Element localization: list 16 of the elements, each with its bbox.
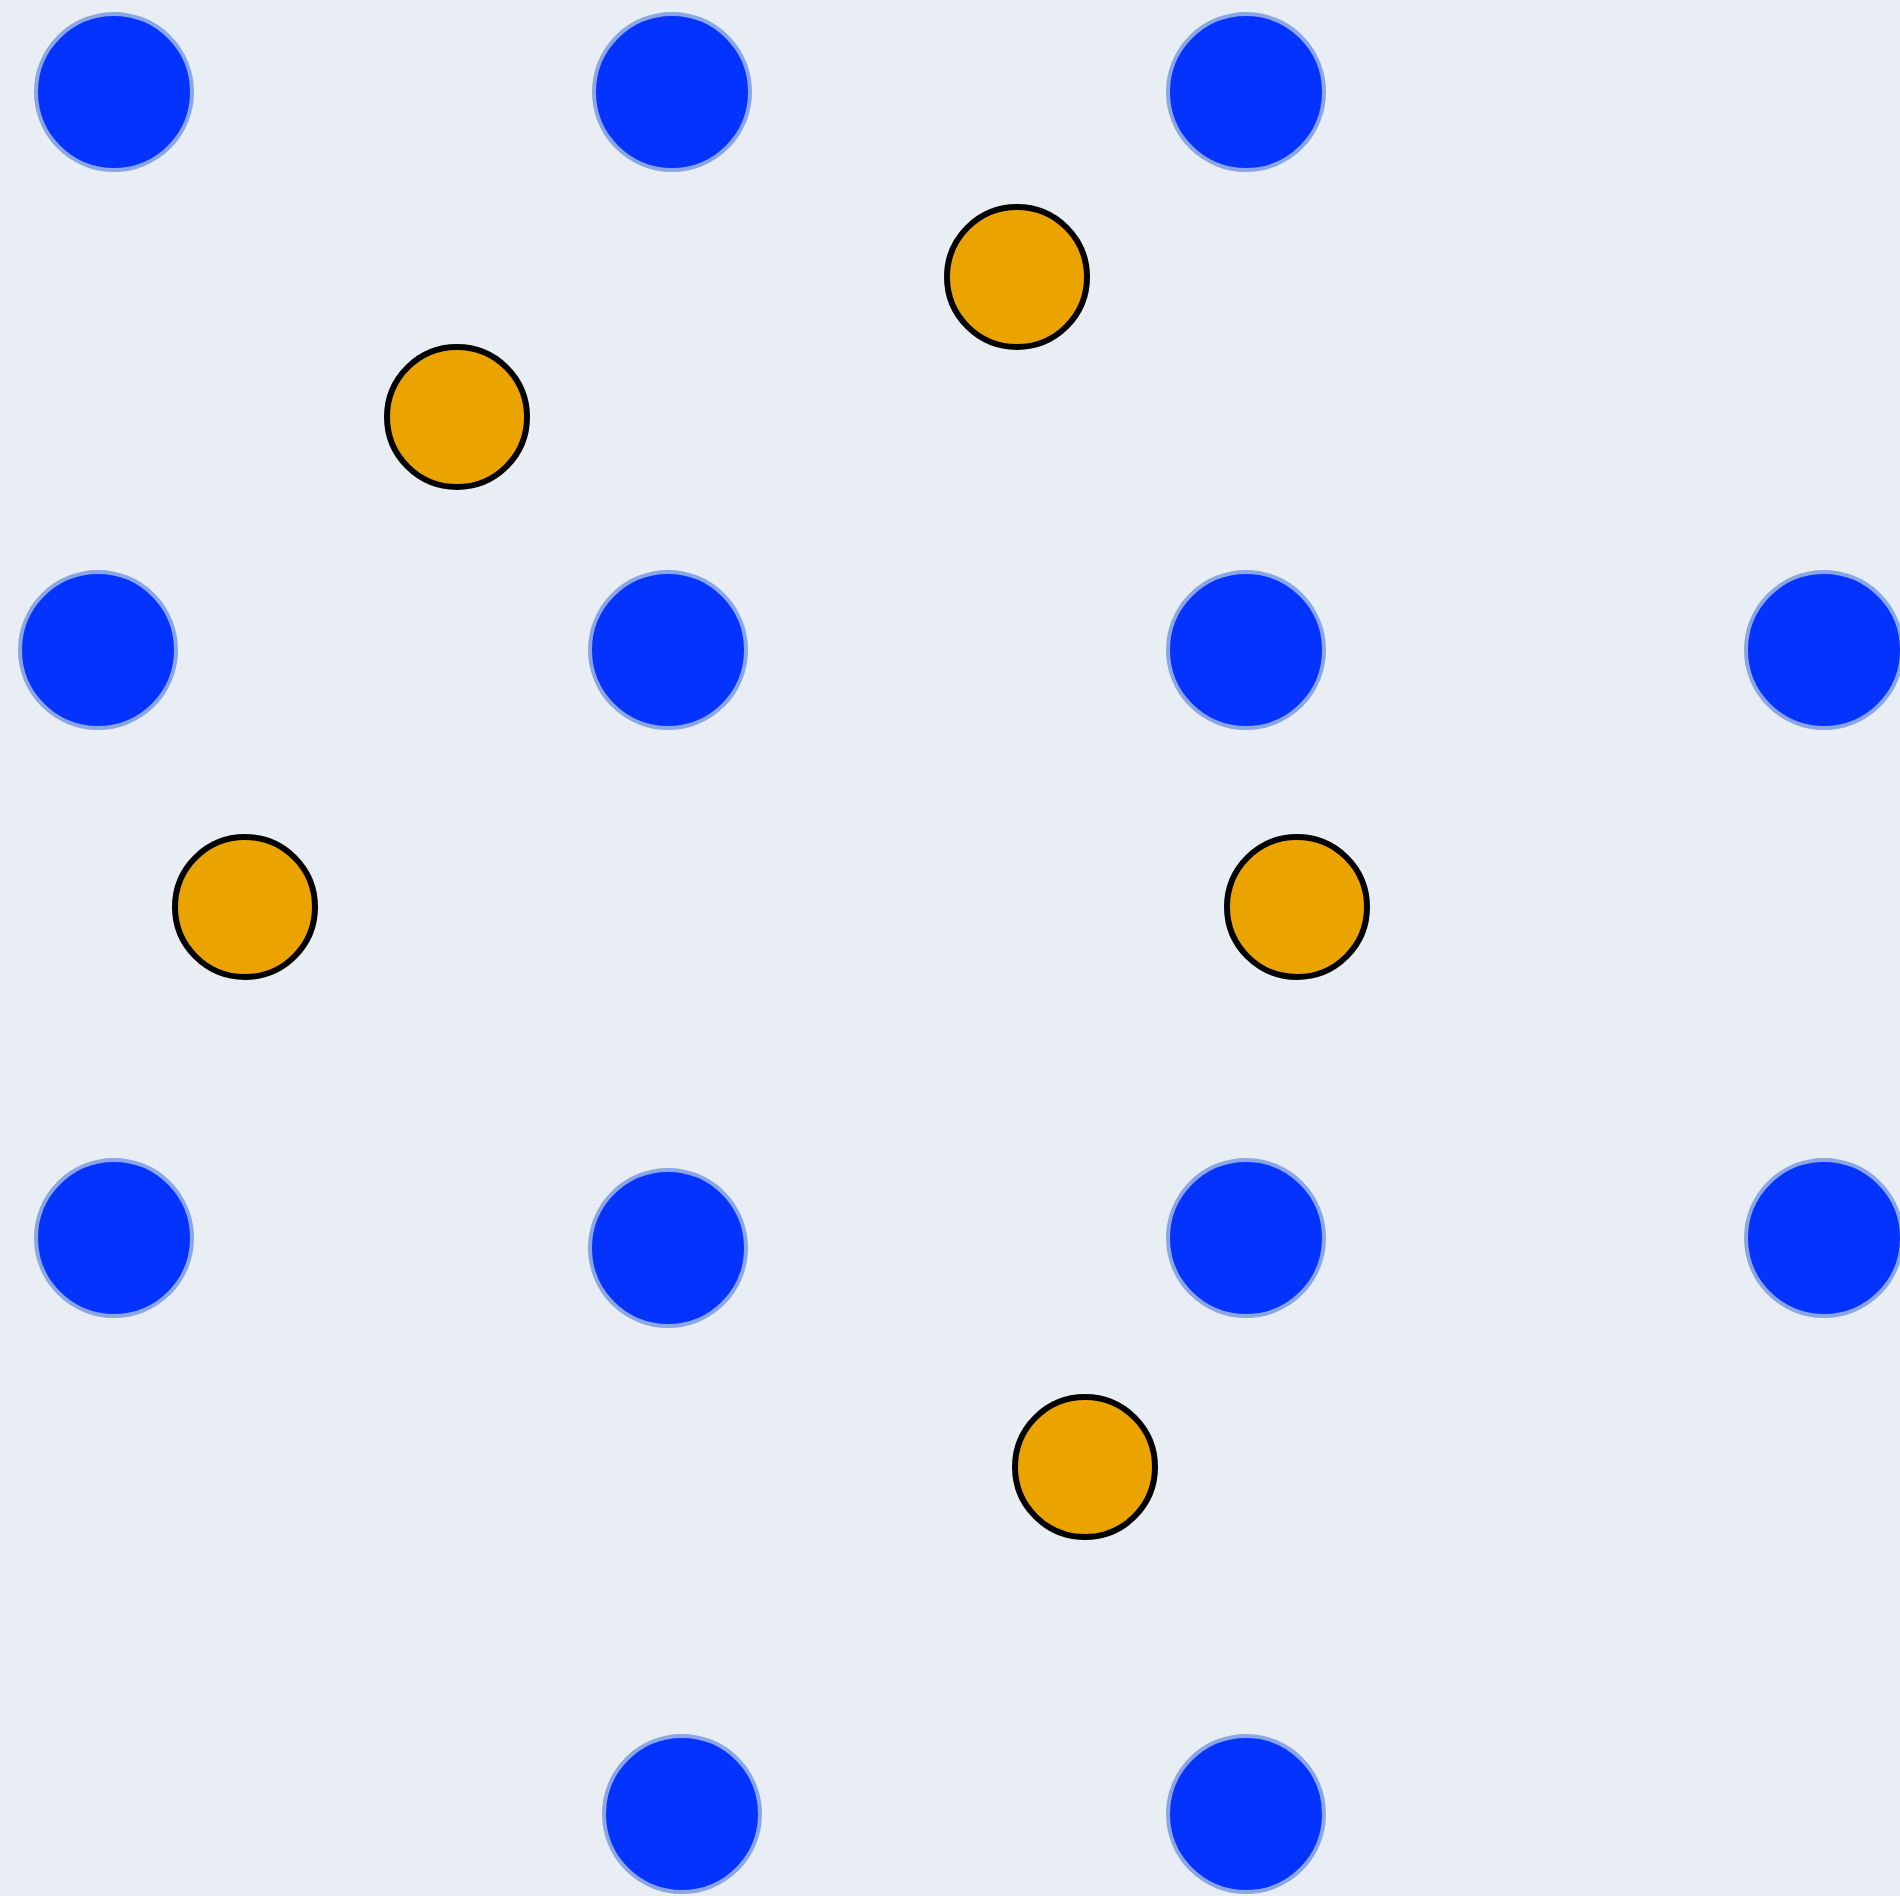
- lattice-dot: [1166, 1734, 1326, 1894]
- marker-disc: [383, 343, 529, 489]
- lattice-dot: [18, 570, 178, 730]
- lattice-dot: [602, 1734, 762, 1894]
- marker-disc: [1223, 833, 1369, 979]
- lattice-dot: [588, 1168, 748, 1328]
- marker-disc: [1011, 1393, 1157, 1539]
- lattice-dot: [34, 1158, 194, 1318]
- lattice-dot: [1166, 570, 1326, 730]
- lattice-dot: [1166, 12, 1326, 172]
- lattice-dot: [588, 570, 748, 730]
- lattice-dot: [1166, 1158, 1326, 1318]
- lattice-dot: [592, 12, 752, 172]
- lattice-dot: [34, 12, 194, 172]
- marker-disc: [943, 203, 1089, 349]
- marker-disc: [171, 833, 317, 979]
